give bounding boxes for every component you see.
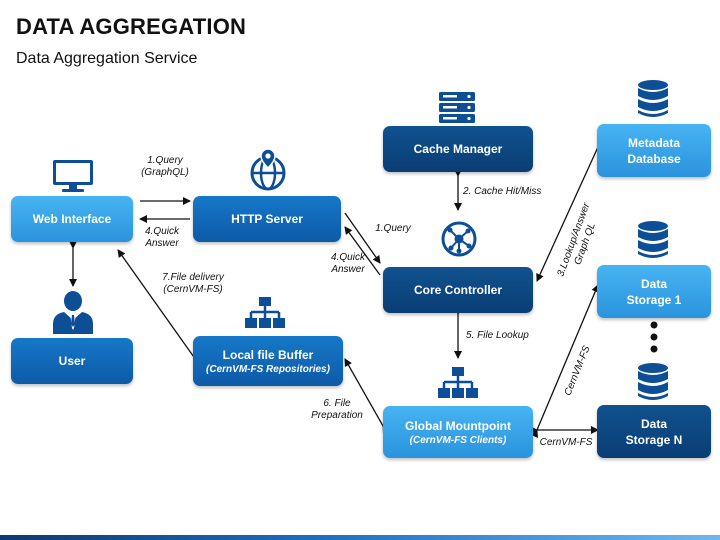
label-file-delivery: 7.File delivery (CernVM-FS) xyxy=(162,272,224,295)
label-quick-answer-web: 4.Quick Answer xyxy=(145,226,179,249)
metadata-database-node: Metadata Database xyxy=(597,124,711,177)
label-query-core: 1.Query xyxy=(375,223,411,234)
globe-icon xyxy=(250,148,286,191)
http-server-label: HTTP Server xyxy=(231,212,303,226)
arrow-metadata-core xyxy=(536,138,605,282)
data-storage-1-label-2: Storage 1 xyxy=(626,292,682,307)
person-icon xyxy=(53,291,93,334)
local-file-buffer-label: Local file Buffer xyxy=(222,347,314,362)
cache-manager-node: Cache Manager xyxy=(383,126,533,172)
hierarchy-icon xyxy=(438,367,478,398)
label-quick-answer-core: 4.Quick Answer xyxy=(331,252,365,275)
cache-manager-label: Cache Manager xyxy=(413,142,503,156)
label-query-graphql: 1.Query (GraphQL) xyxy=(141,155,189,178)
user-node: User xyxy=(11,338,133,384)
label-cernvm-horizontal: CernVM-FS xyxy=(539,437,593,448)
core-controller-label: Core Controller xyxy=(413,283,502,297)
arrow-global-buffer xyxy=(344,358,390,435)
data-storage-1-node: Data Storage 1 xyxy=(597,265,711,318)
database-icon xyxy=(638,80,668,117)
footer-accent-bar xyxy=(0,535,720,540)
http-server-node: HTTP Server xyxy=(193,196,341,242)
label-file-lookup: 5. File Lookup xyxy=(466,330,529,341)
user-label: User xyxy=(58,354,86,368)
data-storage-n-label-1: Data xyxy=(640,416,667,431)
core-controller-node: Core Controller xyxy=(383,267,533,313)
local-file-buffer-sublabel: (CernVM-FS Repositories) xyxy=(206,363,330,375)
global-mountpoint-sublabel: (CernVM-FS Clients) xyxy=(409,434,507,446)
label-file-preparation: 6. File Preparation xyxy=(311,398,363,421)
ellipsis-dots xyxy=(650,321,658,353)
metadata-database-label-1: Metadata xyxy=(627,135,680,150)
global-mountpoint-label: Global Mountpoint xyxy=(405,418,511,433)
server-icon xyxy=(439,92,475,123)
arrow-answer-core-http xyxy=(344,226,381,276)
monitor-icon xyxy=(53,160,93,192)
arrow-buffer-web xyxy=(117,249,197,361)
local-file-buffer-node: Local file Buffer (CernVM-FS Repositorie… xyxy=(193,336,343,386)
arrow-global-storage1 xyxy=(530,284,599,439)
web-interface-node: Web Interface xyxy=(11,196,133,242)
page-subtitle: Data Aggregation Service xyxy=(16,50,198,67)
global-mountpoint-node: Global Mountpoint (CernVM-FS Clients) xyxy=(383,406,533,458)
arrow-query-http-core xyxy=(344,212,381,264)
database-icon xyxy=(638,221,668,258)
data-storage-n-node: Data Storage N xyxy=(597,405,711,458)
web-interface-label: Web Interface xyxy=(32,212,112,226)
label-cache-hit-miss: 2. Cache Hit/Miss xyxy=(463,186,542,197)
data-storage-1-label-1: Data xyxy=(640,276,667,291)
database-icon xyxy=(638,363,668,400)
hierarchy-icon xyxy=(245,297,285,328)
metadata-database-label-2: Database xyxy=(627,151,681,166)
hub-icon xyxy=(441,221,477,257)
page-title: DATA AGGREGATION xyxy=(16,14,247,39)
data-storage-n-label-2: Storage N xyxy=(625,432,683,447)
